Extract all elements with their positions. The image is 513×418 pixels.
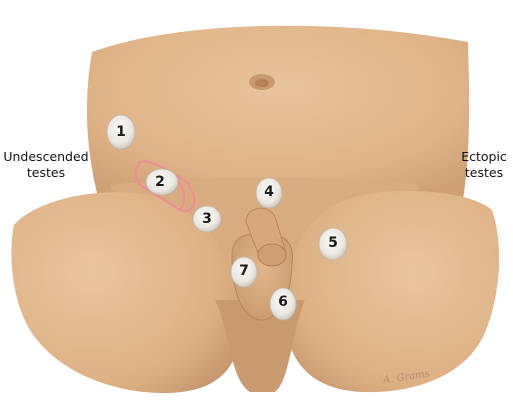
abdomen <box>86 25 470 205</box>
undescended-testes-label: Undescended testes <box>3 149 89 180</box>
testis-number: 7 <box>239 263 249 279</box>
testis-1: 1 <box>106 114 136 150</box>
perineum <box>215 300 305 392</box>
navel-inner <box>255 79 269 87</box>
testis-4: 4 <box>255 177 283 209</box>
left-thigh <box>11 192 241 394</box>
testis-5: 5 <box>318 227 348 261</box>
testis-number: 6 <box>278 294 288 310</box>
inguinal-canal-inner-line <box>177 181 186 211</box>
testis-number: 5 <box>328 235 338 251</box>
testis-number: 2 <box>155 174 165 190</box>
testis-number: 4 <box>264 184 274 200</box>
testis-number: 1 <box>116 124 126 140</box>
testis-number: 3 <box>202 211 212 227</box>
ectopic-testes-label: Ectopic testes <box>461 149 507 180</box>
testis-7: 7 <box>230 256 258 288</box>
glans <box>257 243 287 267</box>
testis-6: 6 <box>269 287 297 321</box>
testis-3: 3 <box>192 205 222 233</box>
right-thigh <box>284 190 500 393</box>
testis-2: 2 <box>145 168 179 196</box>
